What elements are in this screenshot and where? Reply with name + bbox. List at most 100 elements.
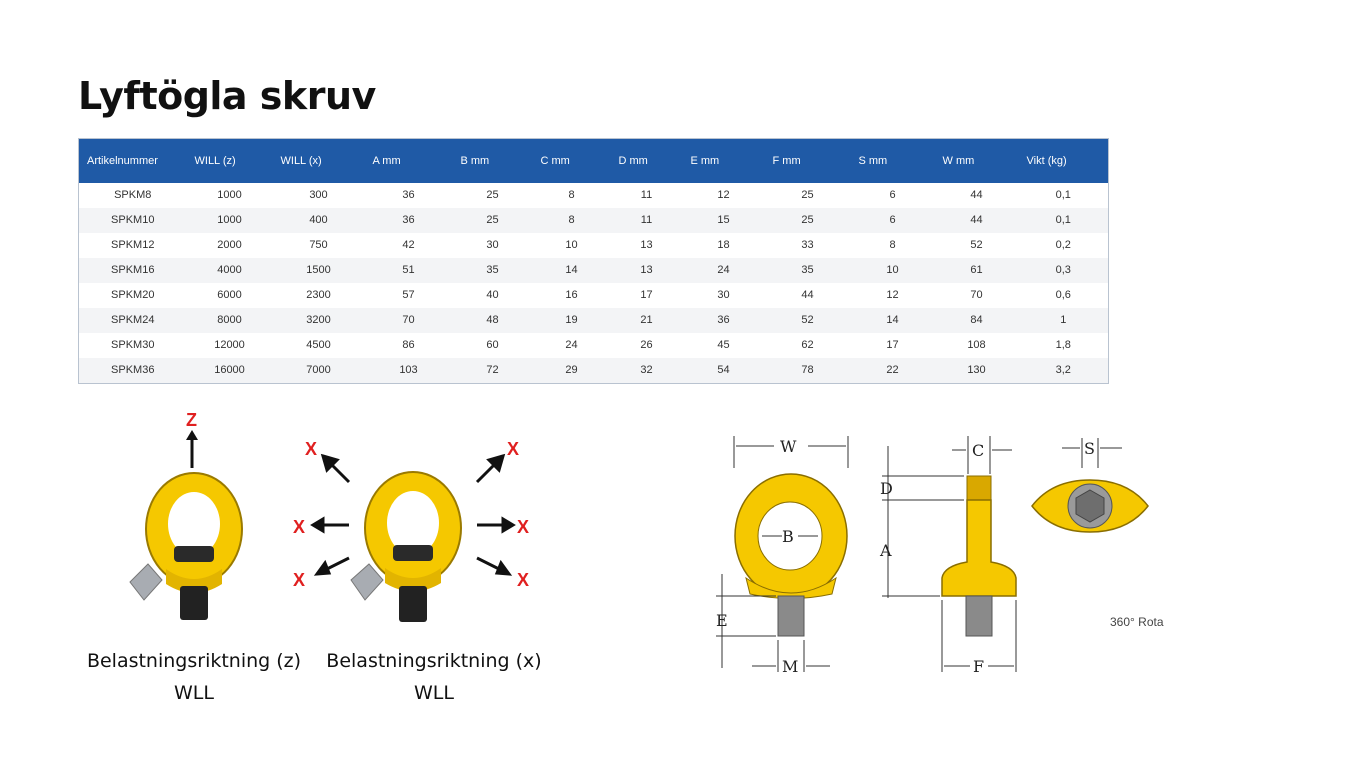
table-cell: 103 — [399, 364, 418, 376]
dim-label-e: E — [716, 611, 728, 630]
table-cell: 25 — [486, 189, 499, 201]
eyebolt-z-photo: Z — [129, 410, 243, 620]
table-header-cell: Artikelnummer — [87, 154, 158, 167]
x-label-upper-right: X — [507, 439, 519, 459]
table-cell: 300 — [309, 189, 328, 201]
table-cell: 10 — [565, 239, 578, 251]
caption-z-line2: WLL — [174, 682, 214, 704]
table-cell: 44 — [801, 289, 814, 301]
x-label-lower-right: X — [517, 570, 529, 590]
table-cell: 1,8 — [1055, 339, 1071, 351]
table-cell: 10 — [886, 264, 899, 276]
table-cell: 6 — [889, 189, 896, 201]
rotation-text: 360° Rota — [1110, 615, 1164, 629]
table-cell: 6 — [889, 214, 896, 226]
table-header-cell: B mm — [460, 154, 490, 167]
dim-label-s: S — [1084, 439, 1095, 458]
table-header-cell: WILL (x) — [280, 154, 322, 167]
table-cell: 4000 — [217, 264, 242, 276]
table-cell: SPKM12 — [111, 239, 155, 251]
table-header-cell: Vikt (kg) — [1026, 154, 1067, 167]
table-cell: 36 — [402, 214, 415, 226]
table-cell: 12000 — [214, 339, 245, 351]
table-cell: 24 — [565, 339, 578, 351]
table-cell: 33 — [801, 239, 814, 251]
table-cell: 70 — [402, 314, 415, 326]
table-cell: 29 — [565, 364, 578, 376]
table-cell: 36 — [717, 314, 730, 326]
table-cell: 52 — [970, 239, 983, 251]
table-cell: 72 — [486, 364, 499, 376]
dim-label-b: B — [782, 527, 794, 546]
table-cell: 11 — [640, 214, 653, 226]
table-cell: 15 — [717, 214, 730, 226]
dim-label-d: D — [880, 479, 893, 498]
table-cell: 16000 — [214, 364, 245, 376]
table-cell: 6000 — [217, 289, 242, 301]
table-cell: 12 — [886, 289, 899, 301]
table-cell: 7000 — [306, 364, 331, 376]
table-cell: 4500 — [306, 339, 331, 351]
table-cell: 44 — [970, 214, 983, 226]
table-cell: 8000 — [217, 314, 242, 326]
table-cell: 8 — [889, 239, 896, 251]
table-cell: 3,2 — [1055, 364, 1071, 376]
table-cell: 22 — [886, 364, 899, 376]
x-label-left: X — [293, 517, 305, 537]
table-cell: 0,3 — [1055, 264, 1071, 276]
table-cell: 21 — [640, 314, 653, 326]
table-header-cell: W mm — [942, 154, 975, 167]
table-cell: 48 — [486, 314, 499, 326]
table-cell: SPKM24 — [111, 314, 155, 326]
table-cell: 70 — [970, 289, 983, 301]
table-cell: 36 — [402, 189, 415, 201]
table-cell: 2300 — [306, 289, 331, 301]
table-cell: 26 — [640, 339, 653, 351]
table-cell: 60 — [486, 339, 499, 351]
table-cell: 19 — [565, 314, 578, 326]
table-cell: 25 — [801, 189, 814, 201]
dim-label-f: F — [973, 657, 984, 676]
table-cell: 78 — [801, 364, 814, 376]
dim-label-m: M — [782, 657, 798, 676]
table-cell: 0,1 — [1055, 214, 1071, 226]
table-cell: 18 — [717, 239, 730, 251]
table-cell: 14 — [886, 314, 899, 326]
table-cell: 108 — [967, 339, 986, 351]
table-cell: 1500 — [306, 264, 331, 276]
table-cell: SPKM10 — [111, 214, 155, 226]
table-cell: 42 — [402, 239, 415, 251]
table-cell: 45 — [717, 339, 730, 351]
table-header-cell: D mm — [618, 154, 648, 167]
table-cell: 0,1 — [1055, 189, 1071, 201]
table-cell: 16 — [565, 289, 578, 301]
table-cell: 1 — [1060, 314, 1067, 326]
table-cell: 13 — [640, 239, 653, 251]
table-cell: 54 — [717, 364, 730, 376]
z-axis-label: Z — [186, 410, 197, 430]
table-cell: 0,2 — [1055, 239, 1071, 251]
table-header-cell: WILL (z) — [194, 154, 236, 167]
table-cell: 25 — [801, 214, 814, 226]
caption-x: Belastningsriktning (x) WLL — [322, 645, 546, 709]
dim-label-w: W — [780, 437, 797, 456]
eyebolt-x-photo: X X X X X X — [293, 439, 529, 622]
table-cell: 40 — [486, 289, 499, 301]
table-cell: 8 — [568, 189, 575, 201]
caption-x-line1: Belastningsriktning (x) — [326, 650, 542, 672]
table-cell: 84 — [970, 314, 983, 326]
eyebolt-icon — [350, 471, 462, 622]
table-cell: 13 — [640, 264, 653, 276]
x-label-lower-left: X — [293, 570, 305, 590]
table-cell: 51 — [402, 264, 415, 276]
table-cell: 24 — [717, 264, 730, 276]
x-label-upper-left: X — [305, 439, 317, 459]
table-header-cell: S mm — [858, 154, 888, 167]
table-header-cell: A mm — [372, 154, 401, 167]
table-cell: SPKM36 — [111, 364, 155, 376]
table-cell: 0,6 — [1055, 289, 1071, 301]
